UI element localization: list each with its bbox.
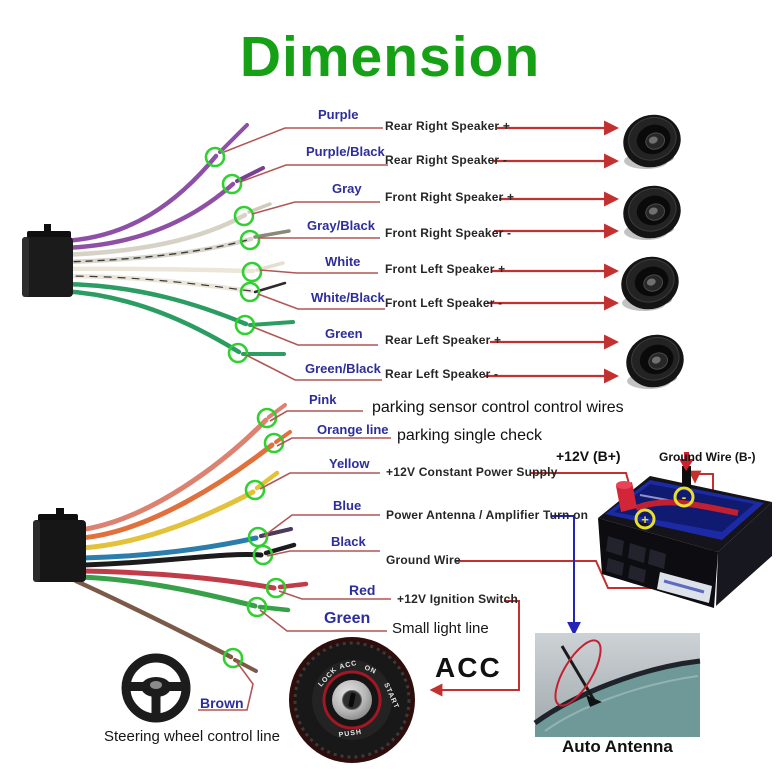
wire-label-brown: Brown — [200, 695, 244, 711]
wire-label-blue: Blue — [333, 498, 362, 513]
battery-plus-symbol: + — [641, 512, 649, 527]
wire-label-purple-black: Purple/Black — [306, 144, 385, 159]
battery-negative-label: Ground Wire (B-) — [659, 450, 756, 464]
battery-minus-symbol: - — [682, 489, 687, 505]
function-ground-wire: Ground Wire — [386, 553, 461, 567]
wire-label-gray-black: Gray/Black — [307, 218, 375, 233]
page-title: Dimension — [239, 25, 541, 89]
wire-label-pink: Pink — [309, 392, 337, 407]
function-small-light: Small light line — [392, 620, 489, 637]
function-front-left-minus: Front Left Speaker - — [385, 296, 503, 310]
wire-label-purple: Purple — [318, 107, 359, 122]
wire-label-green-black: Green/Black — [305, 361, 381, 376]
wire-label-white: White — [325, 254, 361, 269]
wire-label-green-2: Green — [324, 610, 371, 627]
wire-label-black: Black — [331, 534, 366, 549]
function-power-antenna: Power Antenna / Amplifier Turn on — [386, 508, 589, 522]
function-front-right-plus: Front Right Speaker + — [385, 190, 515, 204]
wire-label-green: Green — [325, 326, 363, 341]
function-rear-left-minus: Rear Left Speaker - — [385, 367, 499, 381]
function-rear-right-plus: Rear Right Speaker + — [385, 119, 511, 133]
speaker-arrows — [484, 120, 619, 384]
speaker-3 — [613, 248, 687, 318]
battery-positive-label: +12V (B+) — [556, 448, 621, 464]
wire-label-white-black: White/Black — [311, 290, 385, 305]
acc-label: ACC — [435, 652, 502, 683]
ignition-ring-text-acc: ACC — [339, 660, 358, 671]
ignition-ring-text-on: ON — [363, 664, 377, 675]
speaker-2 — [615, 177, 689, 247]
speaker-1 — [615, 106, 689, 176]
function-parking-sensor: parking sensor control control wires — [372, 399, 624, 416]
function-front-left-plus: Front Left Speaker + — [385, 262, 506, 276]
speaker-4 — [618, 326, 692, 396]
steering-wheel-illustration — [121, 653, 191, 723]
leader-lines — [198, 127, 391, 711]
wire-end-markers — [204, 146, 287, 669]
function-parking-check: parking single check — [397, 427, 542, 444]
wire-label-gray: Gray — [332, 181, 362, 196]
speakers — [613, 106, 692, 396]
function-rear-right-minus: Rear Right Speaker - — [385, 153, 508, 167]
antenna-photo — [533, 633, 701, 737]
function-rear-left-plus: Rear Left Speaker + — [385, 333, 502, 347]
battery-illustration: + - — [598, 452, 772, 608]
upper-connector — [22, 224, 73, 297]
wire-label-yellow: Yellow — [329, 456, 370, 471]
ignition-ring-text-push: PUSH — [338, 729, 362, 739]
wire-label-orange: Orange line — [317, 422, 389, 437]
antenna-caption: Auto Antenna — [562, 737, 673, 756]
ignition-switch-illustration: LOCK ACC ON START PUSH — [289, 637, 415, 763]
function-steering-wheel: Steering wheel control line — [104, 728, 280, 745]
function-front-right-minus: Front Right Speaker - — [385, 226, 512, 240]
lower-harness-wires — [73, 403, 309, 673]
lower-connector — [33, 508, 86, 582]
function-ignition-switch: +12V Ignition Switch — [397, 592, 519, 606]
wire-label-red: Red — [349, 582, 376, 598]
function-constant-power: +12V Constant Power Supply — [386, 465, 558, 479]
